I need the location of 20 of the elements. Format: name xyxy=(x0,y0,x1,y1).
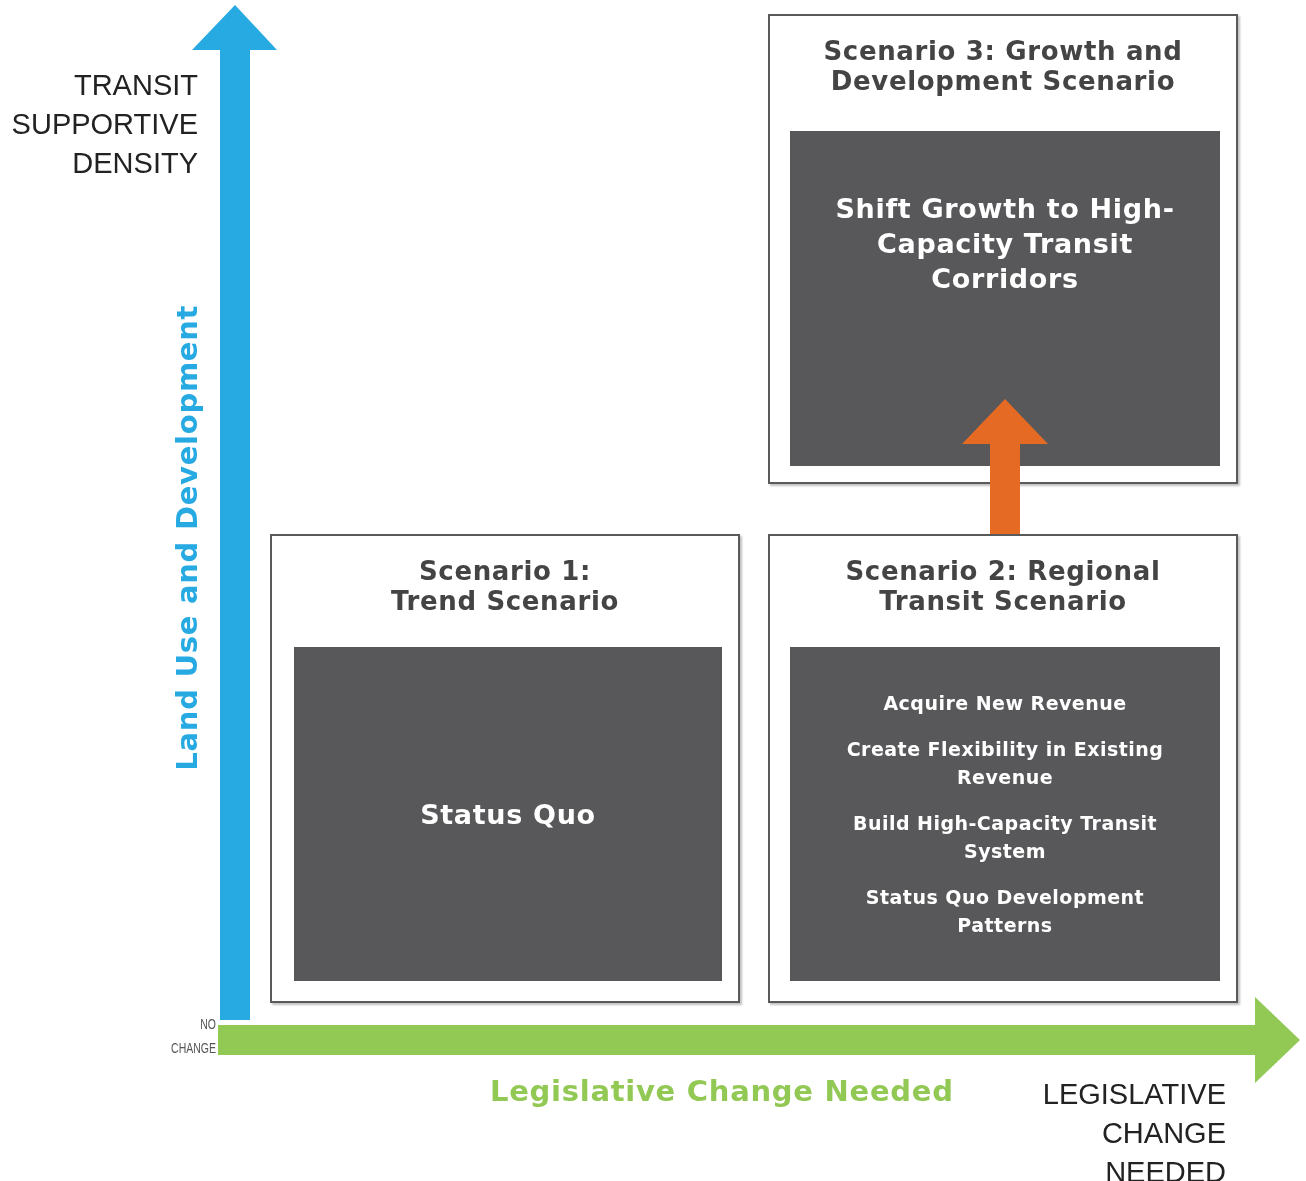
scenario-box xyxy=(768,14,1238,484)
dark-panel xyxy=(294,647,722,981)
axis-title: Land Use and Development xyxy=(169,305,206,771)
axis-label: NO CHANGE xyxy=(170,1015,216,1058)
panel-text: Acquire New Revenue xyxy=(882,691,1128,716)
scenario-box xyxy=(768,534,1238,1003)
up-arrow xyxy=(962,399,1048,534)
axis-title: Legislative Change Needed xyxy=(490,1073,954,1110)
panel-text: Build High-Capacity Transit System xyxy=(851,811,1158,864)
panel-text: Status Quo xyxy=(420,797,596,832)
panel-text: Status Quo Development Patterns xyxy=(864,885,1146,938)
scenario-box xyxy=(270,534,740,1003)
scenario-title: Scenario 1: Trend Scenario xyxy=(390,556,620,616)
dark-panel xyxy=(790,131,1220,466)
scenario-title: Scenario 2: Regional Transit Scenario xyxy=(844,556,1162,616)
dark-panel xyxy=(790,647,1220,981)
axis-label: TRANSIT SUPPORTIVE DENSITY xyxy=(10,68,198,181)
scenario-title: Scenario 3: Growth and Development Scenario xyxy=(822,36,1184,96)
panel-text: Create Flexibility in Existing Revenue xyxy=(845,737,1165,790)
panel-text: Shift Growth to High-Capacity Transit Corridors xyxy=(834,192,1176,296)
